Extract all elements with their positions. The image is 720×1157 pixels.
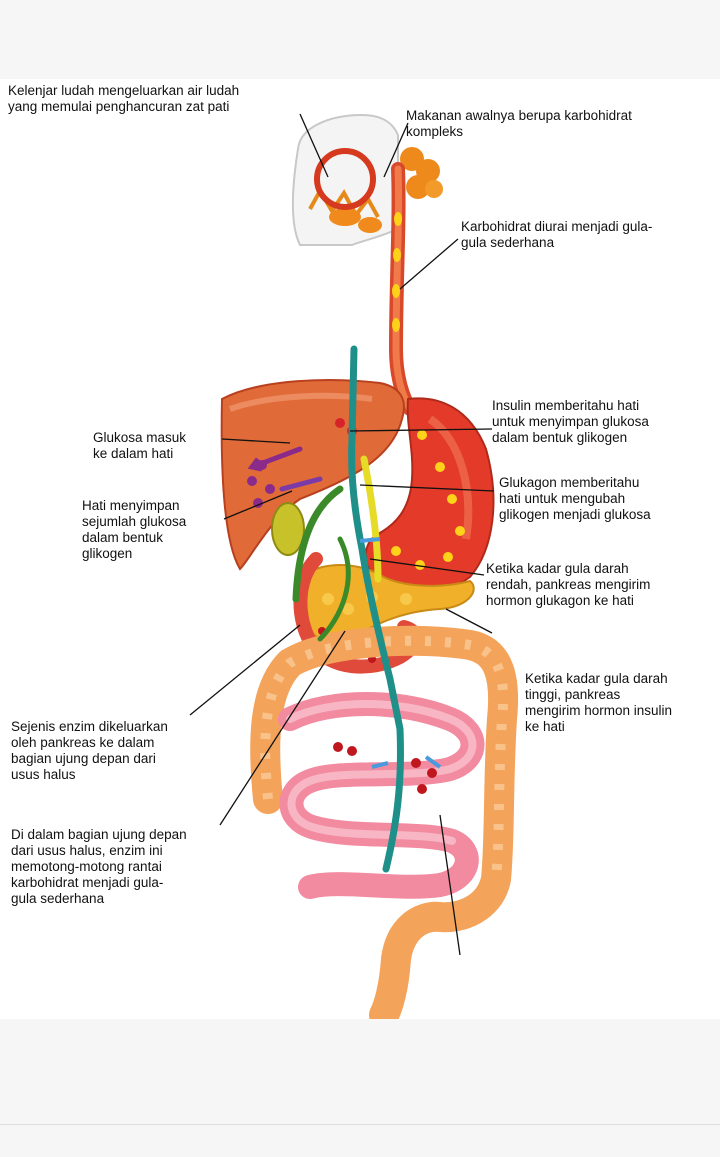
salivary-gland <box>400 147 443 199</box>
small-intestine <box>278 692 485 899</box>
esophagus <box>388 162 417 416</box>
blood-vessels <box>247 345 442 873</box>
gallbladder <box>271 502 305 556</box>
bottom-divider <box>0 1124 720 1125</box>
label-simple-sugars: Karbohidrat diurai menjadi gula-gula sed… <box>461 219 653 250</box>
leader-lines <box>189 113 495 956</box>
stomach <box>364 397 495 594</box>
